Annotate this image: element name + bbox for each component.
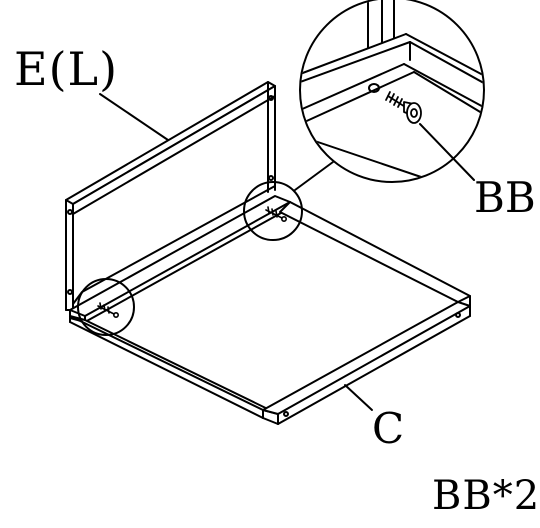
detail-circle-right — [243, 181, 303, 241]
magnified-joint — [301, 0, 483, 181]
leader-bb — [419, 123, 475, 181]
part-label-e: E(L) — [14, 42, 119, 96]
magnified-detail-circle — [299, 0, 485, 183]
detail-circle-left — [77, 278, 135, 336]
part-label-c: C — [372, 404, 405, 453]
leader-c — [344, 384, 373, 411]
part-label-bb: BB — [474, 173, 536, 222]
leader-e — [99, 93, 169, 141]
bolt-icon — [97, 206, 287, 318]
detail-leader-line — [294, 161, 334, 191]
hardware-quantity-label: BB*2 — [432, 473, 540, 519]
washer-icon — [406, 102, 422, 124]
side-panel-e — [65, 81, 276, 311]
